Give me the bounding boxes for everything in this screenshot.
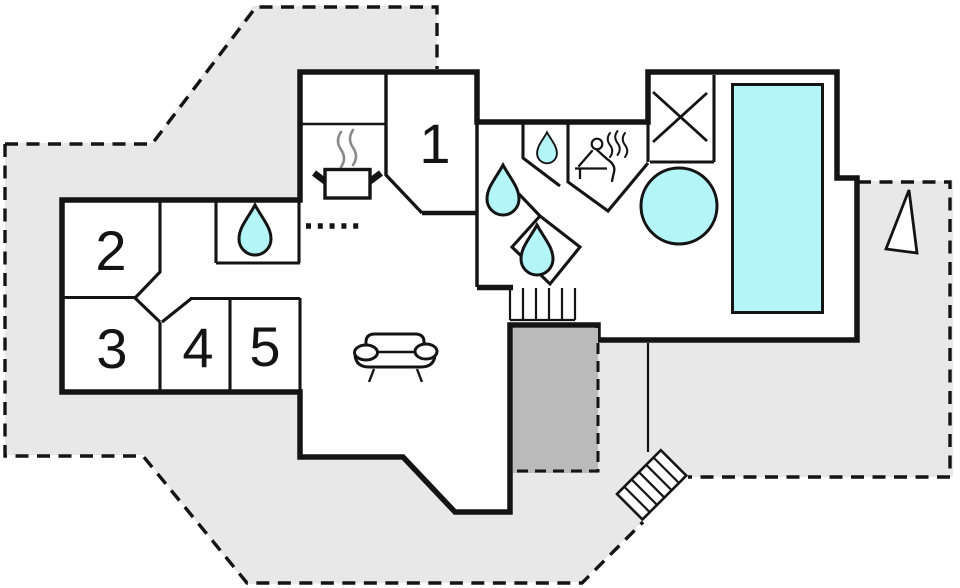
north-arrow-icon xyxy=(884,189,919,255)
interior-stairs-icon xyxy=(508,288,577,322)
hot-tub xyxy=(639,166,719,246)
lot-area xyxy=(5,6,953,584)
stove-pot-icon xyxy=(312,128,383,200)
swimming-pool xyxy=(731,83,824,314)
terrace xyxy=(513,328,598,473)
x-mark-icon xyxy=(652,90,708,144)
sofa-icon xyxy=(353,332,439,383)
room-label-5: 5 xyxy=(249,315,280,378)
room-label-4: 4 xyxy=(182,316,213,379)
interior-walls-bath xyxy=(509,122,650,287)
lot-boundary-dashed xyxy=(3,144,645,585)
lot-boundary-dashed xyxy=(5,5,439,146)
x-room-walls xyxy=(646,75,716,164)
room-label-2: 2 xyxy=(95,219,126,282)
water-drop-icon xyxy=(536,130,558,165)
terrace-edge-dashed xyxy=(513,343,600,473)
sauna-icon xyxy=(575,130,629,183)
room-label-1: 1 xyxy=(419,112,450,175)
interior-walls-kitchen xyxy=(384,72,424,215)
exterior-stairs-icon xyxy=(615,448,689,522)
interior-walls-bedrooms xyxy=(62,200,302,392)
water-drop-icon xyxy=(485,161,521,217)
lot-boundary-dashed xyxy=(688,180,952,479)
water-drop-icon xyxy=(519,221,555,277)
room-label-3: 3 xyxy=(96,317,127,380)
water-drop-icon xyxy=(237,201,273,257)
